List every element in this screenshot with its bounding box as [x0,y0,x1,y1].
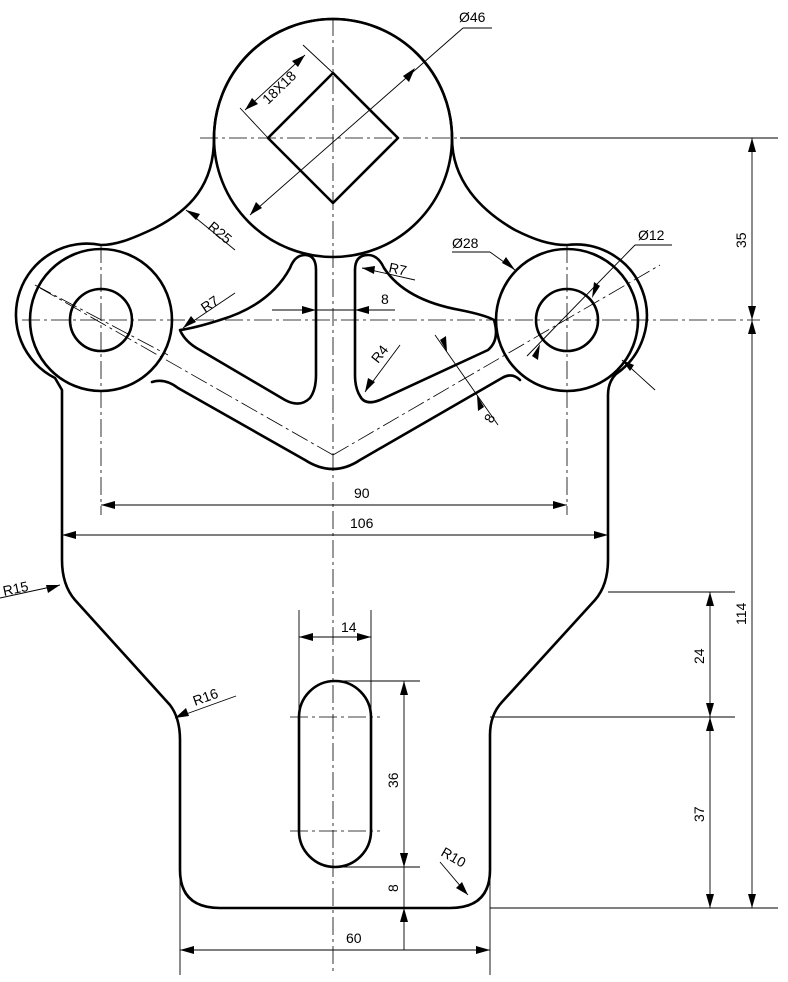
arrow-r15 [46,585,60,593]
dimension-lines [0,27,778,975]
label-d35: 35 [733,232,749,248]
arrow-d24-top [706,592,714,606]
arrow-d60-left [180,946,194,954]
label-dia28: Ø28 [452,235,479,251]
arrowheads [46,55,756,954]
left-arm-centerline [39,287,334,456]
arrow-d8-down [400,853,408,867]
arrow-r7-left [183,316,196,328]
arrow-r10 [456,882,468,895]
right-boss-circle [494,247,640,393]
label-r7-right: R7 [387,259,408,278]
label-square: 18X18 [259,67,299,107]
slot [297,679,373,869]
label-web8: 8 [381,291,389,307]
arrow-d90-right [553,501,567,509]
arrow-dia28 [502,257,515,270]
label-d90: 90 [354,485,370,501]
left-inner-pocket [178,253,318,405]
top-hub-circle [212,17,454,259]
lower-v-web [150,374,522,471]
arrow-right-tangent [622,360,634,371]
arrow-d37-top [706,717,714,731]
arrow-d14-left [299,633,313,641]
right-arm-centerline [332,264,661,456]
left-boss-diagonal-centerline [34,284,169,356]
arrow-d114-bottom [748,894,756,908]
arrow-web8-right [355,306,369,314]
dimension-labels: Ø46 18X18 R25 Ø28 Ø12 R7 R7 8 R4 8 35 90… [1,9,749,946]
label-r16: R16 [191,685,221,709]
arrow-dia46-top [403,68,415,82]
label-d14: 14 [341,619,357,635]
label-d36: 36 [385,772,401,788]
arrow-dia12-bottom [532,344,540,360]
arrow-d35-bottom [748,306,756,320]
label-d24: 24 [691,648,707,664]
arrow-d106-right [594,531,608,539]
label-d106: 106 [350,515,374,531]
label-r7-left: R7 [198,292,222,315]
square-ext-1 [239,107,269,139]
left-boss-circle [28,247,174,393]
arrow-d35-top [748,138,756,152]
dia46-leader [249,27,464,216]
right-boss-hole [534,287,600,353]
label-d37: 37 [691,806,707,822]
arrow-d60-right [476,946,490,954]
arrow-web8-left [302,306,316,314]
arm8-dim [434,334,499,426]
dia12-leader [526,244,636,357]
outer-contour [14,17,649,910]
label-r4: R4 [368,342,392,366]
arrow-dia12-top [592,282,600,298]
arrow-d114-top [748,320,756,334]
label-dia12: Ø12 [638,227,665,243]
arrow-d24-bottom [706,703,714,717]
left-boss-hole [68,287,134,353]
square-hole [266,71,400,205]
label-r15: R15 [1,578,30,599]
square-ext-2 [302,44,334,74]
label-r10: R10 [439,844,469,871]
arrow-r7-right [362,266,375,274]
arrow-r16 [175,708,189,718]
arrow-d8-up [400,908,408,922]
part-outline [14,17,649,910]
arrow-r4 [365,378,375,392]
arrow-d90-left [101,501,115,509]
centerlines [22,18,760,975]
label-d60: 60 [346,930,362,946]
label-dia46: Ø46 [459,9,486,25]
label-d114: 114 [733,602,749,625]
arrow-arm8-a [440,336,447,352]
arrow-arm8-b [477,395,484,411]
arrow-d36-top [400,681,408,695]
arrow-d37-bottom [706,894,714,908]
label-r25: R25 [205,218,235,247]
arrow-d14-right [357,633,371,641]
arrow-square-b [292,55,305,67]
right-inner-pocket [353,253,498,404]
arrow-d106-left [62,531,76,539]
arrow-square-a [245,98,258,110]
arrow-r25 [186,210,200,220]
label-d8-bottom: 8 [385,884,401,892]
arrow-dia46-bottom [250,202,262,215]
square-dim-line [244,54,306,111]
